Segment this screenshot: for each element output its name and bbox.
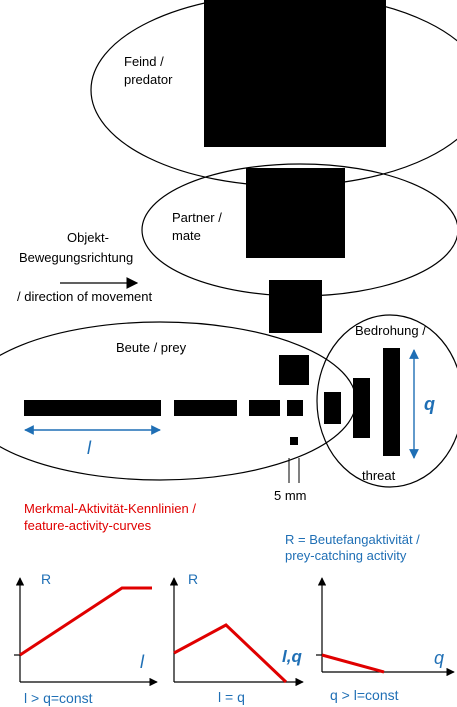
prey-bar-shortest [287,400,303,416]
scale-label: 5 mm [274,488,307,503]
graph-2-x-label: l,q [282,647,302,666]
graph-3-caption: q > l=const [330,687,399,703]
threat-bar-short [324,392,341,424]
mate-square [246,168,345,258]
threat-label-1: Bedrohung / [355,323,426,338]
curves-heading-2: feature-activity-curves [24,518,152,533]
graph-2-caption: l = q [218,689,245,705]
tiny-square [290,437,298,445]
movement-label-2: Bewegungsrichtung [19,250,133,265]
l-symbol: l [87,438,92,458]
graph-1: R l l > q=const [14,571,158,706]
curves-heading-1: Merkmal-Aktivität-Kennlinien / [24,501,196,516]
graph-1-caption: l > q=const [24,690,93,706]
predator-label-2: predator [124,72,173,87]
prey-bar-short [249,400,280,416]
mate-label-1: Partner / [172,210,222,225]
graph-2-y-label: R [188,571,198,587]
threat-label-2: threat [362,468,396,483]
threat-ellipse [316,314,457,488]
graph-3: q q > l=const [316,577,455,703]
predator-label-1: Feind / [124,54,164,69]
prey-bar-medium [174,400,237,416]
prey-label: Beute / prey [116,340,187,355]
activity-heading-2: prey-catching activity [285,548,407,563]
mid-square [269,280,322,333]
graph-1-x-label: l [140,652,145,672]
activity-heading-1: R = Beutefangaktivität / [285,532,420,547]
graph-3-curve [321,653,385,674]
mate-label-2: mate [172,228,201,243]
prey-bar-long [24,400,161,416]
graph-2: R l,q l = q [169,571,304,705]
graph-1-curve [19,586,152,657]
threat-bar-medium [353,378,370,438]
movement-label-3: / direction of movement [17,289,153,304]
graph-2-curve [173,623,288,684]
predator-square [204,0,386,147]
small-square [279,355,309,385]
q-symbol: q [424,394,435,414]
graph-1-y-label: R [41,571,51,587]
movement-label-1: Objekt- [67,230,109,245]
graph-3-x-label: q [434,648,444,668]
threat-bar-long [383,348,400,456]
